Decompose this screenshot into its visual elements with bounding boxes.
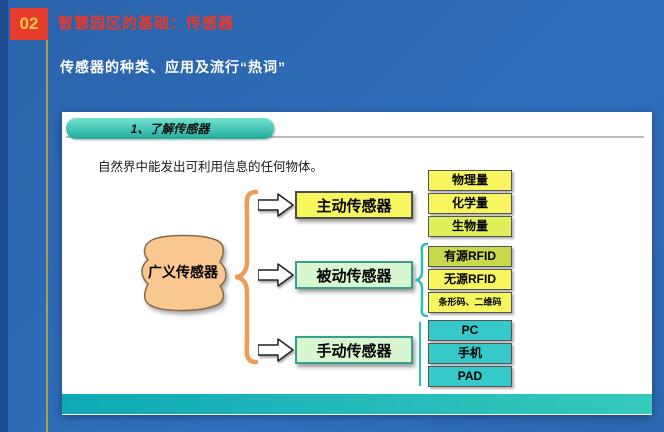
definition-text: 自然界中能发出可利用信息的任何物体。 xyxy=(98,160,324,174)
slide-footer-bar xyxy=(62,394,652,414)
connector-line xyxy=(419,322,421,386)
arrow-right-icon xyxy=(258,263,294,287)
teal-left-brace-icon xyxy=(415,242,429,318)
item-barcode-qrcode: 条形码、二维码 xyxy=(428,292,512,313)
arrow-right-icon xyxy=(258,338,294,362)
item-physical-quantity: 物理量 xyxy=(428,170,512,191)
page-subtitle: 传感器的种类、应用及流行“热词” xyxy=(60,59,286,75)
page-number-badge: 02 xyxy=(10,8,48,40)
item-active-rfid: 有源RFID xyxy=(428,246,512,267)
branch-active-sensor: 主动传感器 xyxy=(295,191,413,219)
cloud-shape-icon xyxy=(141,234,227,312)
left-edge-stripe xyxy=(0,0,8,432)
arrow-right-icon xyxy=(258,193,294,217)
item-pad: PAD xyxy=(428,366,512,387)
branch-manual-sensor: 手动传感器 xyxy=(295,336,413,364)
root-node: 广义传感器 xyxy=(136,230,230,314)
item-pc: PC xyxy=(428,320,512,341)
orange-left-brace-icon xyxy=(234,189,258,365)
item-chemical-quantity: 化学量 xyxy=(428,193,512,214)
page-title: 智慧园区的基础：传感器 xyxy=(58,15,235,32)
root-node-label: 广义传感器 xyxy=(148,264,218,280)
item-passive-rfid: 无源RFID xyxy=(428,269,512,290)
item-mobile-phone: 手机 xyxy=(428,343,512,364)
branch-passive-sensor: 被动传感器 xyxy=(295,261,413,289)
section-underline xyxy=(66,136,644,138)
item-biological-quantity: 生物量 xyxy=(428,216,512,237)
section-title: 1、了解传感器 xyxy=(66,118,274,139)
slide-content-area: 1、了解传感器 自然界中能发出可利用信息的任何物体。 广义传感器 主动传感器 被… xyxy=(62,112,652,415)
vertical-divider-line xyxy=(46,40,48,432)
